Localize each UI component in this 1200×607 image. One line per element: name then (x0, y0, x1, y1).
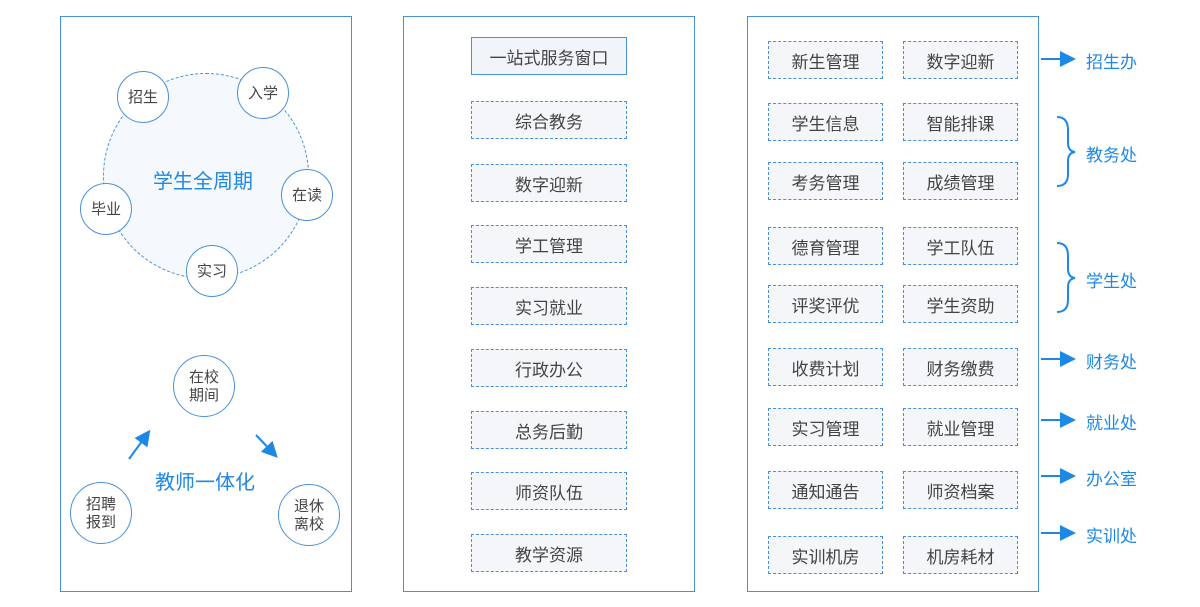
module-item[interactable]: 就业管理 (903, 408, 1018, 446)
teacher-stage-in-school-line2: 期间 (188, 386, 219, 404)
service-item[interactable]: 总务后勤 (471, 411, 627, 449)
teacher-stage-in-school[interactable]: 在校期间 (173, 355, 235, 417)
teacher-stage-retire-line2: 离校 (293, 515, 324, 533)
dept-finance: 财务处 (1086, 353, 1137, 373)
module-item[interactable]: 财务缴费 (903, 348, 1018, 386)
stage-studying[interactable]: 在读 (281, 169, 333, 221)
module-item[interactable]: 新生管理 (768, 41, 883, 79)
module-item[interactable]: 通知通告 (768, 471, 883, 509)
module-item[interactable]: 师资档案 (903, 471, 1018, 509)
dept-office: 办公室 (1086, 470, 1137, 490)
module-item[interactable]: 德育管理 (768, 227, 883, 265)
stage-enroll[interactable]: 招生 (117, 71, 169, 123)
lifecycle-panel: 学生全周期 招生 入学 在读 实习 毕业 在校期间 招聘报到 退休离校 教师一体… (60, 16, 352, 592)
teacher-stage-recruit-line1: 招聘 (85, 495, 116, 513)
module-item[interactable]: 数字迎新 (903, 41, 1018, 79)
dept-training: 实训处 (1086, 527, 1137, 547)
module-item[interactable]: 智能排课 (903, 103, 1018, 141)
service-item[interactable]: 教学资源 (471, 534, 627, 572)
arrow-up-right (128, 429, 151, 460)
module-item[interactable]: 实训机房 (768, 536, 883, 574)
modules-panel: 新生管理 数字迎新 学生信息 智能排课 考务管理 成绩管理 德育管理 学工队伍 … (747, 16, 1039, 592)
dept-student-affairs: 学生处 (1086, 272, 1137, 292)
stage-internship[interactable]: 实习 (186, 245, 238, 297)
lifecycle-title: 学生全周期 (153, 169, 253, 193)
service-item[interactable]: 综合教务 (471, 101, 627, 139)
module-item[interactable]: 学工队伍 (903, 227, 1018, 265)
module-item[interactable]: 实习管理 (768, 408, 883, 446)
brace-student (1056, 242, 1076, 313)
module-item[interactable]: 学生资助 (903, 285, 1018, 323)
arrow-down-right (255, 434, 278, 458)
portal-box[interactable]: 一站式服务窗口 (471, 37, 627, 75)
teacher-stage-in-school-line1: 在校 (188, 368, 219, 386)
module-item[interactable]: 考务管理 (768, 162, 883, 200)
teacher-stage-recruit-line2: 报到 (85, 513, 116, 531)
service-item[interactable]: 实习就业 (471, 287, 627, 325)
dept-academic-affairs: 教务处 (1086, 146, 1137, 166)
dept-employment: 就业处 (1086, 414, 1137, 434)
teacher-stage-retire[interactable]: 退休离校 (278, 484, 340, 546)
dept-recruit-office: 招生办 (1086, 53, 1137, 73)
teacher-title: 教师一体化 (155, 470, 255, 494)
services-panel: 一站式服务窗口 综合教务 数字迎新 学工管理 实习就业 行政办公 总务后勤 师资… (403, 16, 695, 592)
module-item[interactable]: 收费计划 (768, 348, 883, 386)
teacher-arrows (128, 429, 278, 460)
service-item[interactable]: 师资队伍 (471, 472, 627, 510)
teacher-stage-retire-line1: 退休 (293, 497, 324, 515)
service-item[interactable]: 数字迎新 (471, 164, 627, 202)
stage-graduate[interactable]: 毕业 (80, 183, 132, 235)
module-item[interactable]: 评奖评优 (768, 285, 883, 323)
service-item[interactable]: 行政办公 (471, 349, 627, 387)
teacher-stage-recruit[interactable]: 招聘报到 (70, 482, 132, 544)
module-item[interactable]: 机房耗材 (903, 536, 1018, 574)
module-item[interactable]: 成绩管理 (903, 162, 1018, 200)
module-item[interactable]: 学生信息 (768, 103, 883, 141)
brace-academic (1056, 116, 1076, 187)
service-item[interactable]: 学工管理 (471, 225, 627, 263)
stage-admission[interactable]: 入学 (237, 67, 289, 119)
